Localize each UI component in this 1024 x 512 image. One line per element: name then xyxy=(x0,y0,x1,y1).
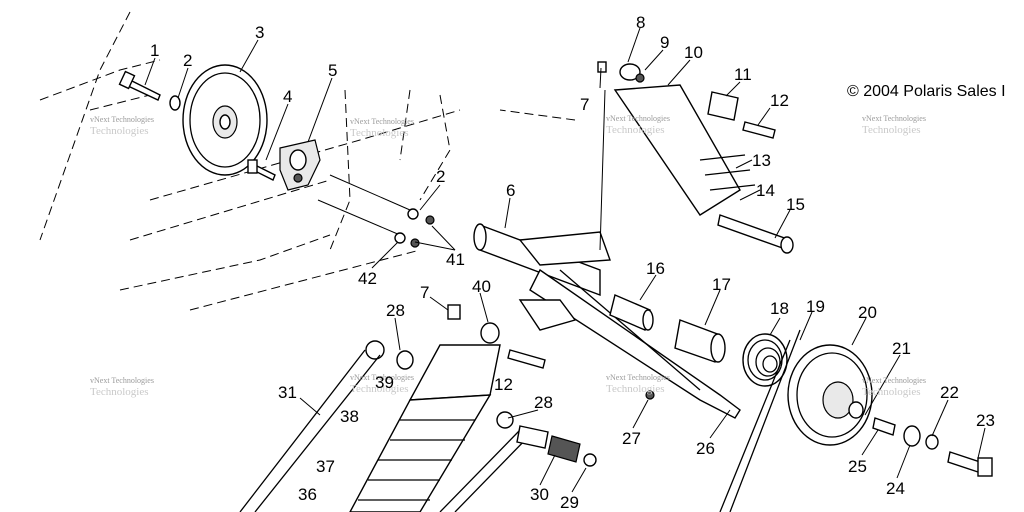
callout-38: 38 xyxy=(340,407,359,426)
watermark-text: Technologies xyxy=(90,125,149,137)
callout-9: 9 xyxy=(660,33,669,52)
callout-5: 5 xyxy=(328,61,337,80)
callout-6: 6 xyxy=(506,181,515,200)
callout-7b: 7 xyxy=(580,95,589,114)
watermark-text: vNext Technologies xyxy=(862,376,926,385)
callout-42: 42 xyxy=(358,269,377,288)
callout-2: 2 xyxy=(183,51,192,70)
callout-11: 11 xyxy=(734,65,752,84)
part-38-39-lower-shock xyxy=(349,304,546,512)
callout-40: 40 xyxy=(472,277,491,296)
callout-3: 3 xyxy=(255,23,264,42)
leader-lines xyxy=(144,27,986,493)
callout-36: 36 xyxy=(298,485,317,504)
watermark-text: Technologies xyxy=(90,386,149,398)
callout-1: 1 xyxy=(150,41,159,60)
callout-28: 28 xyxy=(386,301,405,320)
part-18-torsion-spring xyxy=(742,333,788,387)
watermark-text: Technologies xyxy=(606,124,665,136)
callout-labels: 1 2 3 4 5 2 41 42 7 40 28 31 39 38 37 36… xyxy=(150,13,995,512)
callout-19: 19 xyxy=(806,297,825,316)
callout-20: 20 xyxy=(858,303,877,322)
watermark-text: vNext Technologies xyxy=(90,376,154,385)
callout-17: 17 xyxy=(712,275,731,294)
part-1-bolt xyxy=(118,70,161,101)
watermark-text: Technologies xyxy=(350,383,409,395)
callout-4: 4 xyxy=(283,87,292,106)
part-28-31-rods xyxy=(239,340,655,512)
watermark-text: vNext Technologies xyxy=(350,117,414,126)
watermark-text: Technologies xyxy=(606,383,665,395)
callout-31: 31 xyxy=(278,383,297,402)
callout-25: 25 xyxy=(848,457,867,476)
callout-39: 39 xyxy=(375,373,394,392)
callout-7: 7 xyxy=(420,283,429,302)
part-19-rail xyxy=(719,339,791,512)
part-3-idler-wheel xyxy=(182,64,268,176)
watermark-text: Technologies xyxy=(350,127,409,139)
watermark-text: Technologies xyxy=(862,386,921,398)
part-2-washer xyxy=(169,95,181,111)
part-17-sleeve xyxy=(674,319,726,363)
callout-27: 27 xyxy=(622,429,641,448)
callout-18: 18 xyxy=(770,299,789,318)
callout-28b: 28 xyxy=(534,393,553,412)
callout-14: 14 xyxy=(756,181,775,200)
callout-13: 13 xyxy=(752,151,771,170)
callout-12: 12 xyxy=(494,375,513,394)
watermark-text: Technologies xyxy=(862,124,921,136)
callout-2b: 2 xyxy=(436,167,445,186)
callout-22: 22 xyxy=(940,383,959,402)
callout-21: 21 xyxy=(892,339,911,358)
callout-10: 10 xyxy=(684,43,703,62)
callout-29: 29 xyxy=(560,493,579,512)
part-10-13-shock xyxy=(597,61,794,254)
part-2-41-42-hardware xyxy=(317,174,435,248)
parts-21-25-hardware xyxy=(872,417,993,477)
watermark-text: vNext Technologies xyxy=(90,115,154,124)
part-6-front-arm xyxy=(473,223,741,419)
part-4-bolt xyxy=(247,159,276,181)
callout-23: 23 xyxy=(976,411,995,430)
callout-15: 15 xyxy=(786,195,805,214)
copyright-text: © 2004 Polaris Sales I xyxy=(847,83,1006,100)
callout-26: 26 xyxy=(696,439,715,458)
watermark-text: vNext Technologies xyxy=(606,114,670,123)
callout-16: 16 xyxy=(646,259,665,278)
callout-24: 24 xyxy=(886,479,905,498)
callout-12b: 12 xyxy=(770,91,789,110)
part-5-bracket xyxy=(279,139,321,191)
watermark-text: vNext Technologies xyxy=(606,373,670,382)
callout-41: 41 xyxy=(446,250,465,269)
callout-37: 37 xyxy=(316,457,335,476)
watermark-text: vNext Technologies xyxy=(862,114,926,123)
callout-8: 8 xyxy=(636,13,645,32)
callout-30: 30 xyxy=(530,485,549,504)
part-16-spacer xyxy=(609,294,654,331)
part-20-wheel xyxy=(787,344,873,446)
watermark-text: vNext Technologies xyxy=(350,373,414,382)
frame-outline-lines xyxy=(39,11,576,311)
